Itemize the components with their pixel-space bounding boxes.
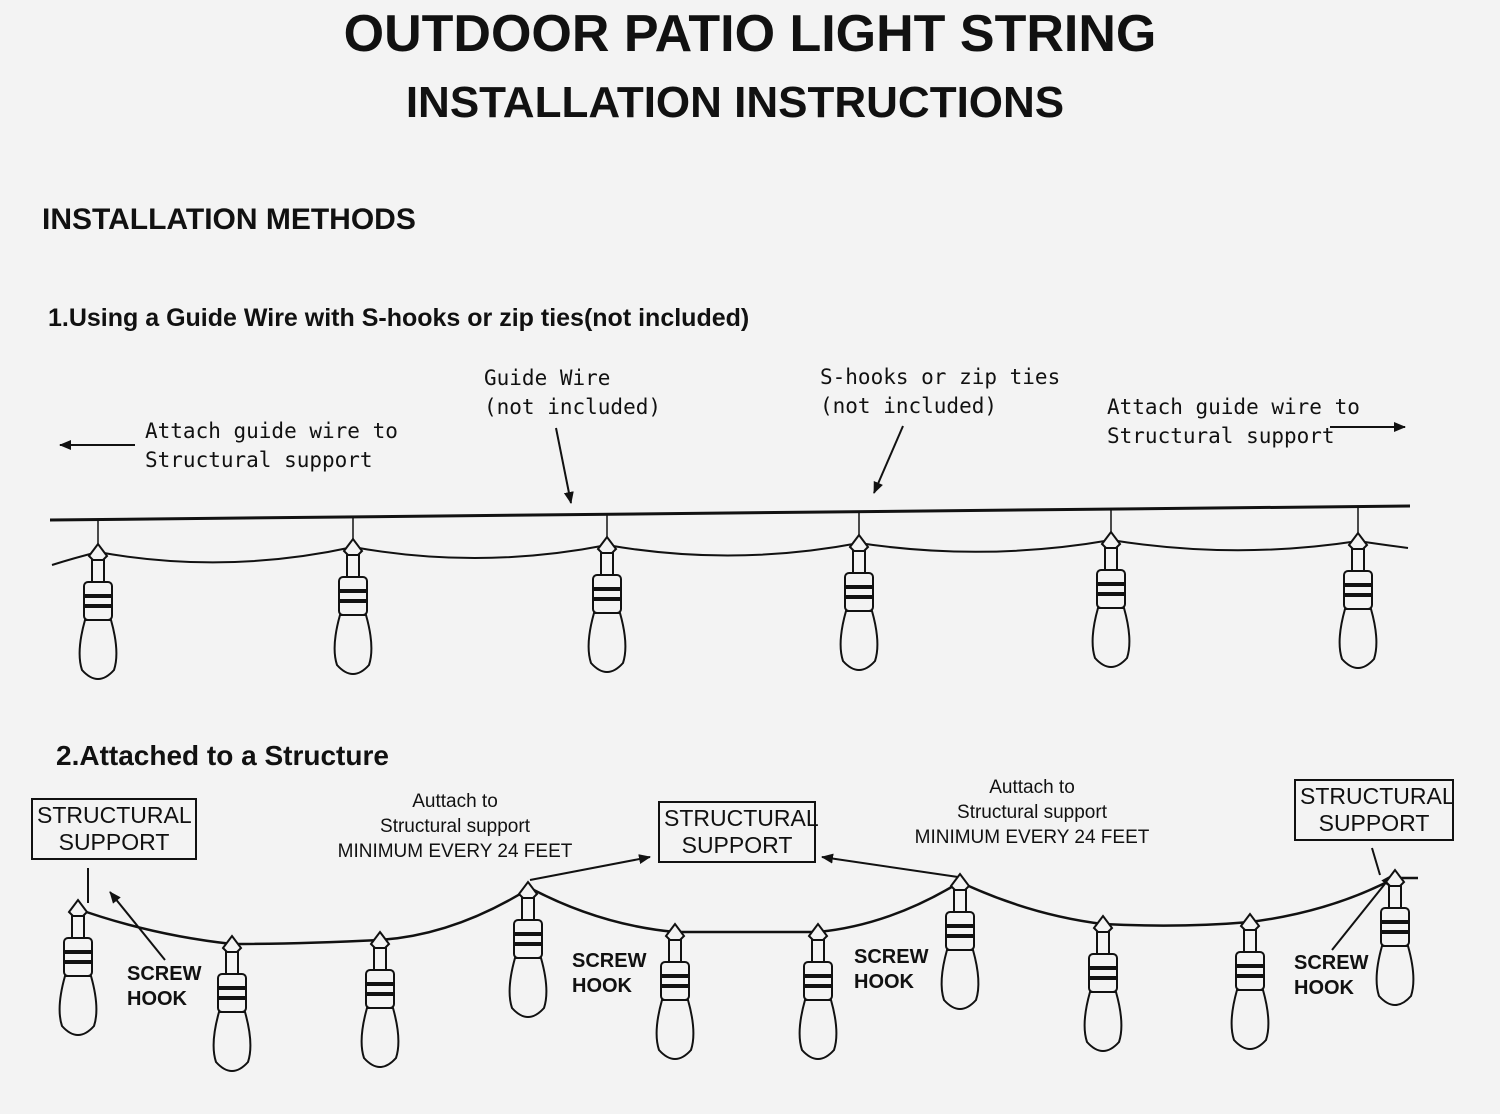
- bulb: [508, 880, 548, 1018]
- attach-arrow-right: [821, 853, 959, 878]
- screw-hook-label-2: SCREW HOOK: [572, 949, 646, 999]
- bulb: [1338, 506, 1378, 669]
- right-attach-note: Attach guide wire to Structural support: [1107, 393, 1360, 451]
- attach-left-line2: Structural support: [380, 816, 530, 837]
- bulb: [839, 511, 879, 671]
- screw-hook-label-4: SCREW HOOK: [1294, 951, 1368, 1001]
- screw-hook-3-line1: SCREW: [854, 946, 929, 968]
- left-attach-line2: Structural support: [145, 448, 373, 472]
- left-attach-note: Attach guide wire to Structural support: [145, 417, 398, 475]
- bulb: [587, 514, 627, 673]
- screw-hook-1-line1: SCREW: [127, 963, 202, 985]
- bulb: [58, 898, 98, 1036]
- attach-right-line3: MINIMUM EVERY 24 FEET: [914, 827, 1150, 848]
- guide-wire: [49, 504, 1411, 522]
- page-subtitle: INSTALLATION INSTRUCTIONS: [405, 78, 1065, 127]
- light-cord-2: [74, 876, 1418, 946]
- section-heading: INSTALLATION METHODS: [42, 203, 416, 236]
- bulb: [360, 930, 400, 1068]
- structural-support-box-left: STRUCTURAL SUPPORT: [31, 798, 197, 860]
- bulb: [798, 922, 838, 1060]
- support-right-line1: STRUCTURAL: [1300, 783, 1455, 809]
- guide-wire-pointer: [555, 427, 574, 504]
- attach-note-left: Auttach to Structural support MINIMUM EV…: [330, 789, 580, 864]
- screw-hook-1-line2: HOOK: [127, 988, 187, 1010]
- method1-heading: 1.Using a Guide Wire with S-hooks or zip…: [48, 304, 750, 332]
- left-attach-line1: Attach guide wire to: [145, 419, 398, 443]
- screw-hook-4-line2: HOOK: [1294, 977, 1354, 999]
- attach-left-line1: Auttach to: [412, 791, 498, 812]
- support-left-line1: STRUCTURAL: [37, 802, 192, 828]
- support-right-line2: SUPPORT: [1318, 810, 1430, 836]
- support-left-line2: SUPPORT: [58, 829, 170, 855]
- support-center-line1: STRUCTURAL: [664, 805, 819, 831]
- bulb: [1230, 912, 1270, 1050]
- bulb: [655, 922, 695, 1060]
- support-center-line2: SUPPORT: [681, 832, 793, 858]
- bulb: [212, 934, 252, 1072]
- bulb: [78, 520, 118, 680]
- screw-hook-label-1: SCREW HOOK: [127, 962, 201, 1012]
- light-cord-1: [51, 538, 1409, 566]
- screw-hook-3-line2: HOOK: [854, 971, 914, 993]
- shooks-note: S-hooks or zip ties (not included): [820, 363, 1060, 421]
- method2-heading: 2.Attached to a Structure: [56, 740, 389, 771]
- shooks-line1: S-hooks or zip ties: [820, 365, 1061, 389]
- shooks-pointer: [873, 425, 904, 494]
- bulb: [940, 872, 980, 1010]
- screw-hook-label-3: SCREW HOOK: [854, 945, 928, 995]
- support-right-connector: [1371, 847, 1381, 876]
- structural-support-box-right: STRUCTURAL SUPPORT: [1294, 779, 1455, 841]
- guide-wire-line2: (not included): [484, 395, 662, 419]
- attach-arrow-left: [529, 854, 651, 881]
- screw-hook-pointer: [109, 891, 166, 961]
- bulb: [1083, 914, 1123, 1052]
- guide-wire-note: Guide Wire (not included): [484, 364, 661, 422]
- right-attach-line1: Attach guide wire to: [1107, 395, 1360, 419]
- page-title: OUTDOOR PATIO LIGHT STRING: [343, 5, 1157, 63]
- attach-right-line1: Auttach to: [989, 777, 1075, 798]
- bulb: [333, 517, 373, 675]
- attach-note-right: Auttach to Structural support MINIMUM EV…: [906, 775, 1158, 850]
- guide-wire-line1: Guide Wire: [484, 366, 611, 390]
- method2-bulbs: [58, 868, 1415, 1072]
- screw-hook-2-line1: SCREW: [572, 950, 647, 972]
- attach-left-line3: MINIMUM EVERY 24 FEET: [337, 841, 573, 862]
- screw-hook-pointer-right: [1331, 874, 1393, 951]
- attach-right-line2: Structural support: [957, 802, 1107, 823]
- screw-hook-4-line1: SCREW: [1294, 952, 1369, 974]
- shooks-line2: (not included): [820, 394, 998, 418]
- right-attach-line2: Structural support: [1107, 424, 1335, 448]
- method1-bulbs: [78, 506, 1378, 680]
- bulb: [1091, 509, 1131, 668]
- bulb: [1375, 868, 1415, 1006]
- screw-hook-2-line2: HOOK: [572, 975, 632, 997]
- structural-support-box-center: STRUCTURAL SUPPORT: [658, 801, 819, 863]
